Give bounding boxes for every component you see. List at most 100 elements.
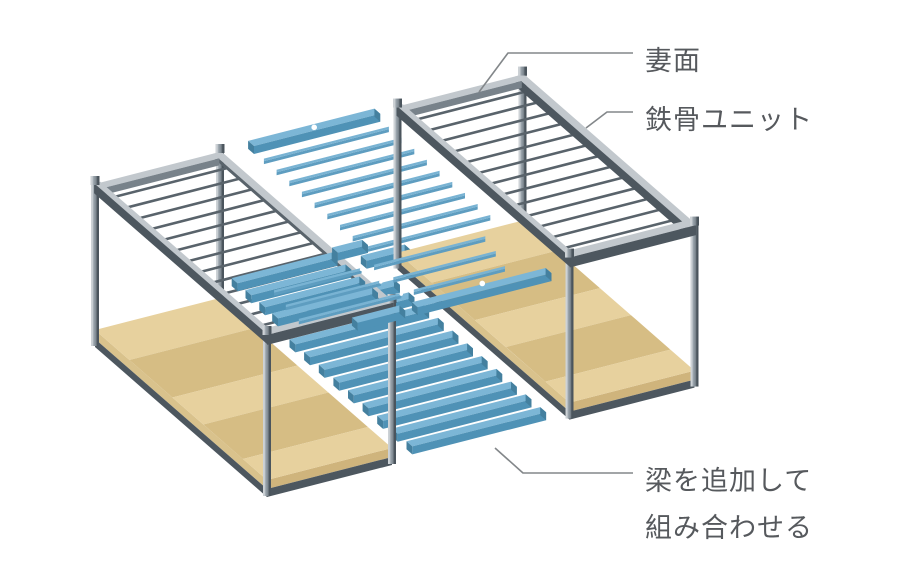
steel-unit-left [90,144,397,497]
beam-side [337,245,368,261]
frame-post [690,222,699,387]
floor-panel [474,288,631,348]
beam-top [314,170,440,206]
label-steel-unit: 鉄骨ユニット [645,105,813,135]
beam-end [245,290,252,304]
beam-end [452,330,459,344]
roof-rail [569,225,696,268]
connector-dot [359,267,364,272]
beam-end [394,279,400,293]
beam-top [332,239,368,253]
beam-top [245,264,352,296]
beam-top [289,148,415,184]
beam-side [352,206,478,242]
frame-post [263,332,271,496]
roof-joist [548,206,666,240]
connector-dot [311,124,317,131]
roof-joist [111,166,229,199]
roof-rail [94,183,268,345]
leader-lines [478,52,633,474]
connector-dot [479,280,486,287]
beam-end [289,339,296,353]
roof-beams [231,108,491,327]
floor-edge [95,330,267,489]
beam-top [391,394,532,434]
beam-end [304,352,310,366]
roof-joist [499,164,617,197]
beam-end [399,305,406,319]
beam-side [353,361,488,404]
beam-side [397,399,532,442]
beam-end [525,394,532,408]
roof-joist [524,185,642,218]
floor-panel [129,328,298,398]
label-gable-end: 妻面 [645,46,701,76]
beam-top [274,267,362,293]
roof-joist [475,142,593,175]
frame-post [393,104,402,269]
beam-top [263,126,389,162]
beam-end [231,278,238,292]
roof-joist [185,230,302,264]
floor-panel [172,365,329,425]
post-cap [518,66,527,76]
floor-edge [397,252,570,412]
beam-side [274,270,362,296]
beam-side [289,151,415,187]
beam-top [272,287,378,319]
beam-side [339,348,473,391]
beam-end [372,287,378,301]
beam-top [340,192,465,228]
frame-post [518,72,527,237]
roof-joist [536,196,654,229]
beam-side [298,295,402,325]
bottom-rail [569,379,695,420]
gable-rail [396,74,529,112]
beam-side [393,253,496,283]
beam-top [231,252,338,284]
roof-rail [515,76,688,237]
beam-top [352,204,478,239]
floor-panel [545,349,695,403]
roof-joist [148,198,266,231]
beam-end [545,268,552,282]
bottom-rail [95,339,267,497]
beam-side [340,195,465,231]
connector-dot [399,292,403,296]
beam-end [540,407,547,421]
beam-top [285,280,381,308]
roof-joist [450,121,568,154]
roof-rail [267,302,394,345]
beam-side [276,140,402,176]
beam-side [368,374,503,417]
beam-top [259,276,366,308]
beam-end [411,302,418,316]
beam-top [351,305,406,323]
roof-joist [413,89,531,122]
beam-top [377,381,517,421]
gable-rail [403,81,522,119]
beam-end [259,302,266,316]
beam-end [333,377,340,391]
beam-end [374,108,381,122]
post-cap [262,326,272,335]
beam-side [413,268,505,295]
roof-rail [93,181,275,335]
post-cap [690,216,699,226]
roof-joist [197,241,315,274]
label-add-beams-line1: 梁を追加して [645,466,813,496]
roof-joist [438,110,556,143]
floor-beams-long [274,236,552,331]
beam-side [314,173,440,209]
beam-top [413,266,505,292]
beam-side [285,282,381,311]
beam-top [406,407,547,447]
beam-end [248,140,254,154]
beam-end [496,368,503,382]
roof-rail [213,151,395,305]
roof-joist [160,209,278,242]
frame-post [388,300,396,464]
bottom-rail [267,457,392,497]
beam-end [348,390,354,404]
beam-end [467,343,473,357]
